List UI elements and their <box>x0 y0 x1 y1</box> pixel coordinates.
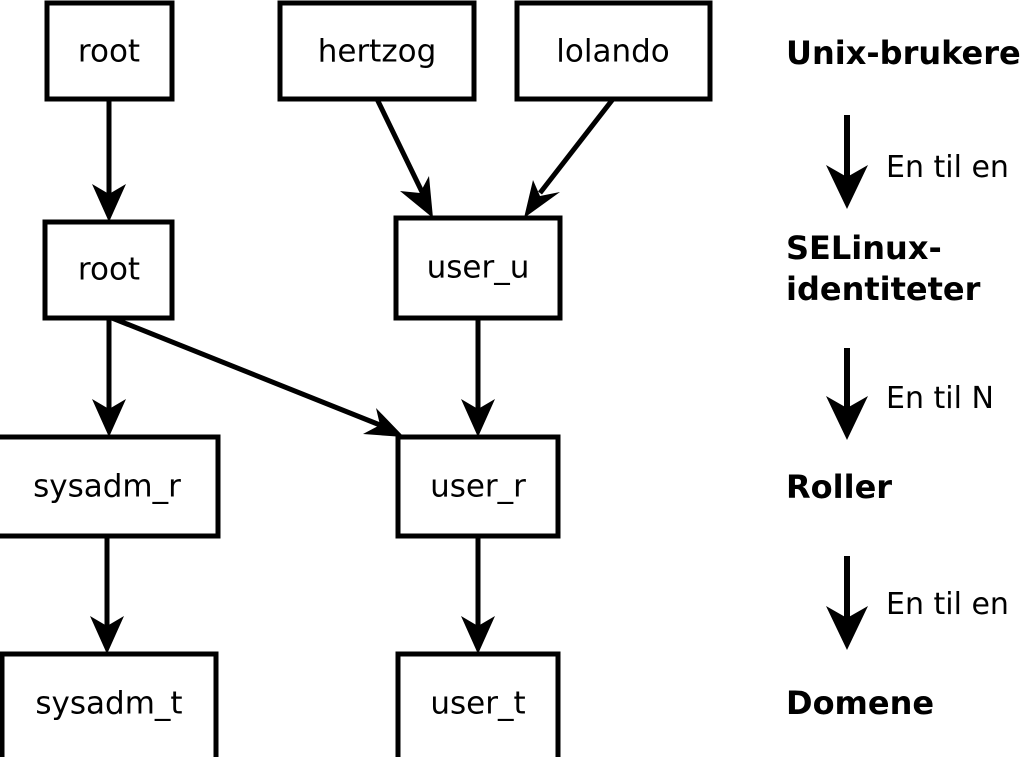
legend-stage-domain: Domene <box>786 684 934 722</box>
legend-relation-one-to-n: En til N <box>886 381 994 416</box>
legend-column: Unix-brukere En til en SELinux- identite… <box>786 34 1021 722</box>
legend-arrow-one-to-n <box>826 348 868 440</box>
node-domain-user-t[interactable]: user_t <box>395 651 561 757</box>
edge-selinux-root-to-user-r <box>111 315 404 437</box>
node-group: root hertzog lolando root user_u sysadm_ <box>0 0 713 757</box>
edge-user-u-to-user-r <box>461 318 495 437</box>
legend-stage-selinux-identities: SELinux- <box>786 229 942 267</box>
edge-lolando-to-user-u <box>524 97 615 218</box>
node-label: sysadm_t <box>35 686 182 722</box>
node-label: hertzog <box>318 34 437 70</box>
node-label: user_u <box>427 250 530 286</box>
node-label: user_r <box>430 469 526 505</box>
node-label: user_t <box>430 686 525 722</box>
node-selinux-user-u[interactable]: user_u <box>393 215 563 321</box>
legend-stage-roles: Roller <box>786 468 892 506</box>
legend-stage-selinux-identities-line2: identiteter <box>786 270 981 308</box>
node-role-user-r[interactable]: user_r <box>395 434 561 539</box>
legend-arrow-one-to-one-2 <box>826 556 868 650</box>
node-unix-root[interactable]: root <box>44 0 175 102</box>
node-domain-sysadm-t[interactable]: sysadm_t <box>0 651 219 757</box>
node-role-sysadm-r[interactable]: sysadm_r <box>0 434 221 539</box>
edge-unix-root-to-selinux-root <box>92 99 126 222</box>
node-label: lolando <box>556 34 669 70</box>
node-label: sysadm_r <box>33 469 181 505</box>
node-label: root <box>78 34 140 70</box>
legend-relation-one-to-one-1: En til en <box>886 150 1009 185</box>
edge-user-r-to-user-t <box>461 536 495 654</box>
node-label: root <box>78 252 140 288</box>
node-selinux-root[interactable]: root <box>42 219 175 321</box>
edge-sysadm-r-to-sysadm-t <box>90 536 124 654</box>
edge-group <box>90 97 615 654</box>
edge-hertzog-to-user-u <box>374 97 433 218</box>
node-unix-hertzog[interactable]: hertzog <box>277 0 477 102</box>
legend-stage-unix-users: Unix-brukere <box>786 34 1021 72</box>
node-unix-lolando[interactable]: lolando <box>514 0 713 102</box>
legend-arrow-one-to-one-1 <box>826 115 868 209</box>
edge-selinux-root-to-sysadm-r <box>92 318 126 437</box>
legend-relation-one-to-one-2: En til en <box>886 587 1009 622</box>
